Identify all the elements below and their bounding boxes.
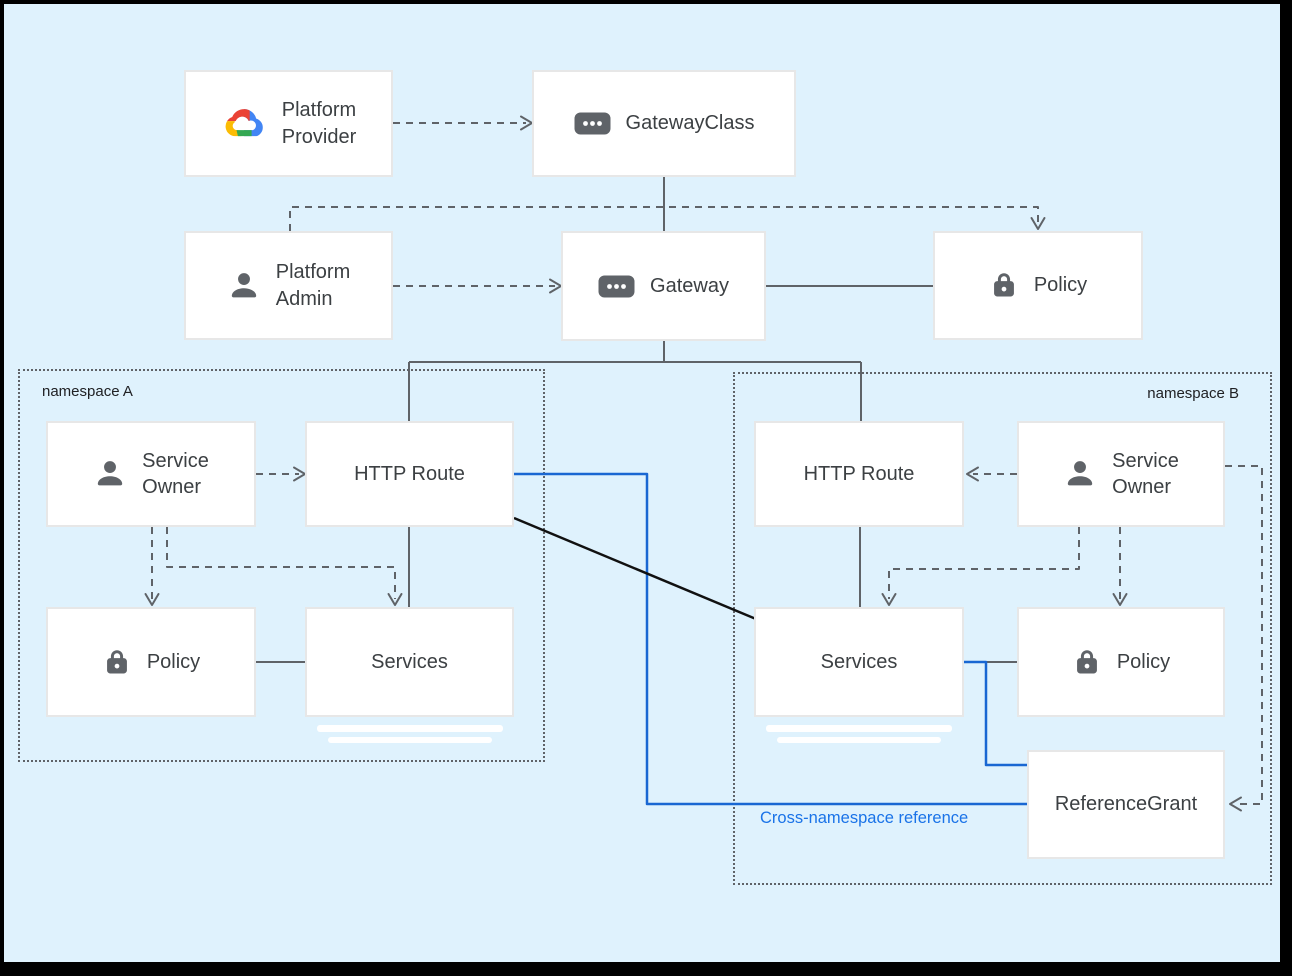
node-label: GatewayClass bbox=[625, 112, 755, 135]
node-label: Policy bbox=[1116, 650, 1171, 673]
node-services-b: Services bbox=[754, 607, 964, 717]
resource-pill-icon bbox=[598, 275, 635, 298]
node-label: Platform Admin bbox=[275, 261, 351, 310]
google-cloud-icon bbox=[221, 105, 267, 142]
node-label: Gateway bbox=[650, 274, 729, 297]
node-reference-grant: ReferenceGrant bbox=[1027, 750, 1225, 859]
node-service-owner-b: Service Owner bbox=[1017, 421, 1225, 527]
lock-icon bbox=[989, 270, 1019, 301]
node-http-route-a: HTTP Route bbox=[305, 421, 514, 527]
lock-icon bbox=[1072, 647, 1102, 678]
node-label: Service Owner bbox=[142, 449, 209, 498]
namespace-b-label: namespace B bbox=[1147, 385, 1239, 402]
namespace-a-label: namespace A bbox=[42, 383, 133, 400]
services-stack-line bbox=[317, 725, 503, 732]
node-http-route-b: HTTP Route bbox=[754, 421, 964, 527]
person-icon bbox=[227, 269, 261, 303]
resource-pill-icon bbox=[574, 112, 611, 135]
cross-namespace-reference-label: Cross-namespace reference bbox=[760, 809, 969, 827]
node-policy-a: Policy bbox=[46, 607, 256, 717]
node-label: Policy bbox=[1033, 274, 1088, 297]
person-icon bbox=[93, 457, 127, 491]
node-gateway-class: GatewayClass bbox=[532, 70, 796, 177]
node-label: Service Owner bbox=[1112, 449, 1179, 498]
node-label: HTTP Route bbox=[803, 462, 915, 485]
node-policy-cluster: Policy bbox=[933, 231, 1143, 340]
node-label: Services bbox=[371, 650, 448, 673]
person-icon bbox=[1063, 457, 1097, 491]
node-label: ReferenceGrant bbox=[1054, 793, 1198, 816]
services-stack-line bbox=[328, 737, 492, 743]
node-label: Services bbox=[820, 650, 898, 673]
services-stack-line bbox=[777, 737, 941, 743]
node-services-a: Services bbox=[305, 607, 514, 717]
node-policy-b: Policy bbox=[1017, 607, 1225, 717]
node-label: HTTP Route bbox=[354, 462, 465, 485]
diagram-canvas: namespace A namespace B bbox=[4, 4, 1280, 962]
node-platform-provider: Platform Provider bbox=[184, 70, 393, 177]
node-service-owner-a: Service Owner bbox=[46, 421, 256, 527]
node-gateway: Gateway bbox=[561, 231, 766, 341]
lock-icon bbox=[102, 647, 132, 678]
node-label: Platform Provider bbox=[281, 99, 357, 148]
node-platform-admin: Platform Admin bbox=[184, 231, 393, 340]
node-label: Policy bbox=[146, 650, 201, 673]
services-stack-line bbox=[766, 725, 952, 732]
